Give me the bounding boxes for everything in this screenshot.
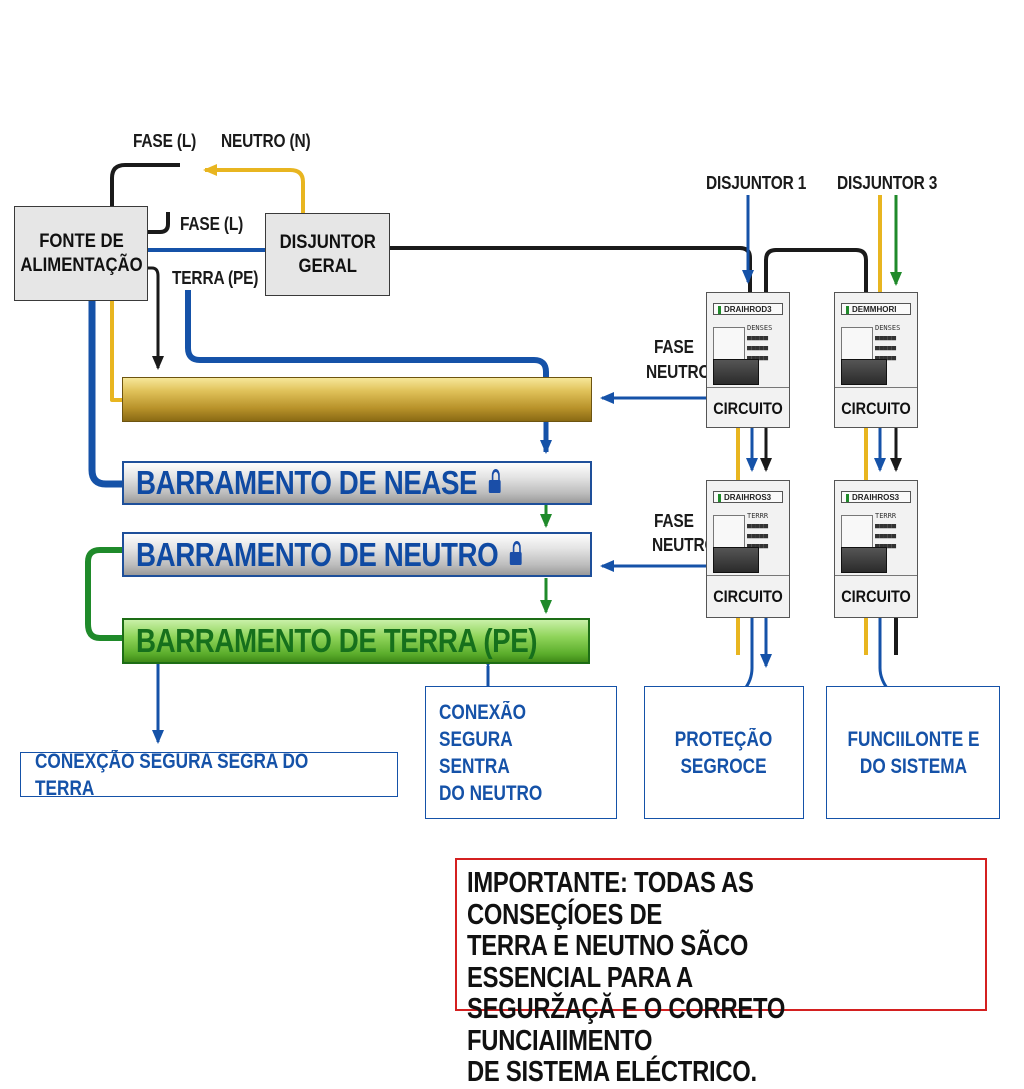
- breaker-1-header: DRAIHROD3: [713, 303, 783, 315]
- green-left-loop: [85, 547, 124, 641]
- info-box-protecao-label: PROTEÇÃO SEGROCE: [675, 727, 773, 778]
- breaker-4-circuit-label: CIRCUITO: [841, 587, 911, 606]
- info-box-terra: CONEXÇÃO SEGURA SEGRA DO TERRA: [20, 750, 398, 800]
- breaker-2-handle[interactable]: [841, 359, 887, 385]
- breaker-3[interactable]: DRAIHROS3 TERRR ■■■■■ ■■■■■ ■■■■■ CIRCUI…: [706, 480, 790, 618]
- info-box-neutro-label: CONEXÃO SEGURA SENTRA DO NEUTRO: [439, 700, 543, 805]
- breaker-4-marks: TERRR ■■■■■ ■■■■■ ■■■■■: [875, 512, 897, 550]
- breaker-1-marks: DENSES ■■■■■ ■■■■■ ■■■■■: [747, 324, 773, 362]
- breaker-2-marks: DENSES ■■■■■ ■■■■■ ■■■■■: [875, 324, 901, 362]
- breaker-3-marks: TERRR ■■■■■ ■■■■■ ■■■■■: [747, 512, 769, 550]
- breaker-1[interactable]: DRAIHROD3 DENSES ■■■■■ ■■■■■ ■■■■■ CIRCU…: [706, 292, 790, 428]
- terra-to-gold-arrow: [148, 266, 164, 370]
- breaker-1-handle[interactable]: [713, 359, 759, 385]
- disjuntor3-label: DISJUNTOR 3: [837, 173, 938, 193]
- gold-busbar: [122, 377, 592, 422]
- important-note-text: IMPORTANTE: TODAS AS CONSEÇÍOES DE TERRA…: [467, 867, 786, 1088]
- disjuntor1-label: DISJUNTOR 1: [706, 173, 807, 193]
- breaker-4-header: DRAIHROS3: [841, 491, 911, 503]
- neutro-lower-right-label: NEUTRO: [652, 535, 717, 555]
- neutro-busbar: BARRAMENTO DE NEUTRO: [122, 532, 592, 577]
- blue-terra-wire: [185, 290, 549, 378]
- neutro-busbar-label: BARRAMENTO DE NEUTRO: [136, 536, 527, 574]
- info-box-terra-label: CONEXÇÃO SEGURA SEGRA DO TERRA: [35, 749, 309, 800]
- terra-label: TERRA (PE): [172, 268, 259, 288]
- lock-icon: [488, 469, 503, 494]
- breaker-4-handle[interactable]: [841, 547, 887, 573]
- main-breaker-box: DISJUNTOR GERAL: [265, 213, 390, 296]
- breaker-3-handle[interactable]: [713, 547, 759, 573]
- lock-icon: [509, 540, 524, 565]
- neutro-top-label: NEUTRO (N): [221, 131, 311, 151]
- info-box-protecao: PROTEÇÃO SEGROCE: [644, 686, 804, 819]
- fase-wire-top: [110, 163, 180, 207]
- fase-lower-right-label: FASE: [654, 511, 694, 531]
- fase-busbar-label: BARRAMENTO DE NEASE: [136, 464, 506, 502]
- fase-wire-mid: [148, 212, 170, 234]
- fase-wire-d3: [764, 248, 868, 292]
- info-box-sistema: FUNCIILONTE E DO SISTEMA: [826, 686, 1000, 819]
- terra-busbar: BARRAMENTO DE TERRA (PE): [122, 618, 590, 664]
- yellow-wire-left: [110, 300, 124, 402]
- info-box-sistema-label: FUNCIILONTE E DO SISTEMA: [846, 727, 980, 778]
- fase-wire-to-breakers: [390, 246, 752, 292]
- breaker-2[interactable]: DEMMHORI DENSES ■■■■■ ■■■■■ ■■■■■ CIRCUI…: [834, 292, 918, 428]
- breaker-3-circuit-label: CIRCUITO: [713, 587, 783, 606]
- blue-left-main: [88, 300, 124, 488]
- breaker-2-circuit-label: CIRCUITO: [841, 399, 911, 418]
- fase-mid-label: FASE (L): [180, 214, 244, 234]
- neutro-upper-right-label: NEUTRO: [646, 362, 711, 382]
- breaker-3-header: DRAIHROS3: [713, 491, 783, 503]
- breaker-1-circuit-label: CIRCUITO: [713, 399, 783, 418]
- info-box-neutro: CONEXÃO SEGURA SENTRA DO NEUTRO: [425, 686, 617, 819]
- source-box-label: FONTE DE ALIMENTAÇÃO: [19, 230, 143, 276]
- source-box: FONTE DE ALIMENTAÇÃO: [14, 206, 148, 301]
- neutro-wire-top: [203, 164, 305, 213]
- breaker-2-header: DEMMHORI: [841, 303, 911, 315]
- main-breaker-label: DISJUNTOR GERAL: [279, 231, 376, 277]
- fase-top-label: FASE (L): [133, 131, 197, 151]
- breaker-4[interactable]: DRAIHROS3 TERRR ■■■■■ ■■■■■ ■■■■■ CIRCUI…: [834, 480, 918, 618]
- fase-upper-right-label: FASE: [654, 337, 694, 357]
- important-note: IMPORTANTE: TODAS AS CONSEÇÍOES DE TERRA…: [455, 858, 987, 1088]
- fase-busbar: BARRAMENTO DE NEASE: [122, 461, 592, 505]
- terra-busbar-label: BARRAMENTO DE TERRA (PE): [136, 622, 538, 659]
